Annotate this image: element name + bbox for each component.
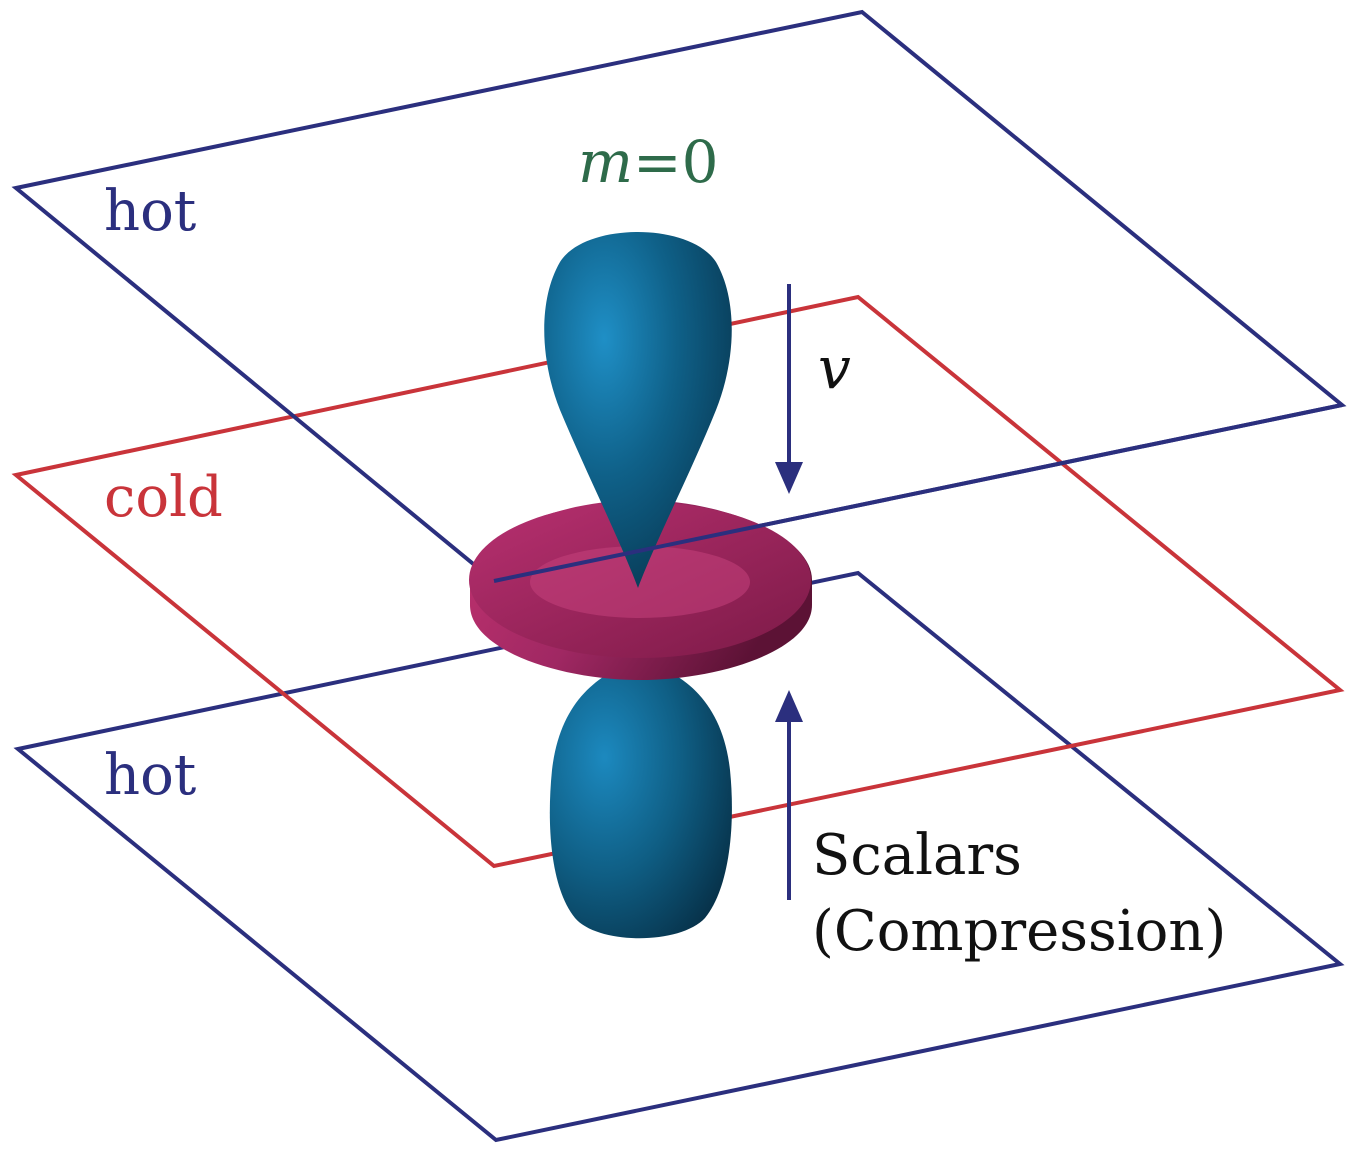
velocity-arrow-head bbox=[775, 462, 803, 494]
velocity-label: v bbox=[818, 334, 851, 402]
bottom-plane-label: hot bbox=[104, 743, 197, 808]
middle-plane-label: cold bbox=[104, 465, 223, 530]
top-plane-label: hot bbox=[104, 179, 197, 244]
upper-lobe bbox=[544, 232, 732, 588]
mode-label: m=0 bbox=[578, 128, 719, 196]
mode-value: =0 bbox=[633, 128, 719, 196]
lower-lobe bbox=[549, 660, 732, 939]
torus bbox=[469, 500, 812, 680]
compression-label: (Compression) bbox=[812, 899, 1226, 964]
mode-variable: m bbox=[578, 128, 633, 196]
top-plane-front-edge bbox=[493, 403, 1343, 583]
compression-arrow-head bbox=[775, 690, 803, 722]
scalars-label: Scalars bbox=[812, 823, 1022, 888]
